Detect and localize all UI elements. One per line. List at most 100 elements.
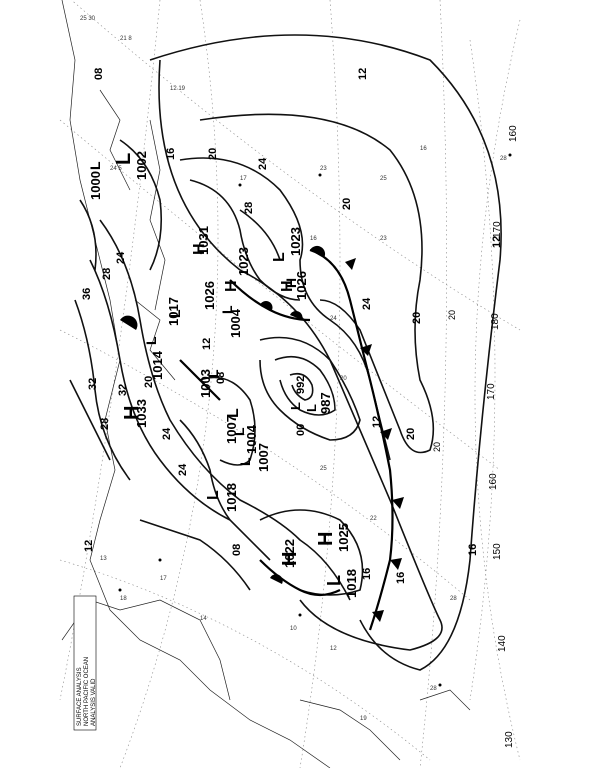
system-type: H xyxy=(223,280,240,292)
lon-label: 160 xyxy=(508,125,519,142)
svg-text:20: 20 xyxy=(340,376,347,382)
system-pressure: 1018 xyxy=(344,569,359,598)
isobar-value: 16 xyxy=(165,148,177,160)
system-type: L xyxy=(288,402,303,410)
isobar-value: 20 xyxy=(411,312,423,324)
pressure-centers: L 1002 L 1000 L 1014 L 1017 H 1031 H 102… xyxy=(87,151,359,598)
system-pressure: 1022 xyxy=(282,539,297,568)
isobar-value: 20 xyxy=(405,428,417,440)
system-type: H xyxy=(283,278,299,288)
svg-text:22: 22 xyxy=(370,516,377,522)
isobar-value: 20 xyxy=(341,198,353,210)
isobar-value: 12 xyxy=(83,540,95,552)
svg-text:16: 16 xyxy=(420,146,427,152)
system-type: L xyxy=(219,305,235,314)
lon-label: 130 xyxy=(504,731,515,748)
isobar-value: 24 xyxy=(257,157,269,170)
svg-text:17: 17 xyxy=(160,576,167,582)
svg-text:16: 16 xyxy=(310,236,317,242)
isobar-value: 08 xyxy=(231,544,243,556)
system-type: L xyxy=(231,427,247,436)
isobar-value: 16 xyxy=(395,572,407,584)
isobar-value: 12 xyxy=(371,416,383,428)
coastlines xyxy=(61,0,471,769)
system-pressure: 1017 xyxy=(166,297,181,326)
system-type: L xyxy=(113,153,135,165)
isobar-value: 28 xyxy=(99,418,111,430)
system-pressure: 1004 xyxy=(228,308,243,338)
system-type: L xyxy=(167,309,183,318)
svg-text:12: 12 xyxy=(330,646,337,652)
system-type: L xyxy=(304,404,319,412)
system-type: H xyxy=(315,532,337,546)
system-pressure: 1000 xyxy=(88,171,103,200)
isobar-value: 32 xyxy=(117,384,129,396)
svg-text:17: 17 xyxy=(240,176,247,182)
isobar-value: 24 xyxy=(161,427,173,440)
station-observations: 25 30 21 8 12 19 24 5 17 23 25 16 16 23 … xyxy=(80,16,512,722)
lat-label: 20 xyxy=(447,310,457,320)
system-pressure: 1007 xyxy=(224,415,239,444)
latitude-labels: 20 20 xyxy=(432,310,457,452)
svg-text:10: 10 xyxy=(290,626,297,632)
isobar-value: 00 xyxy=(295,424,307,436)
system-pressure: 1033 xyxy=(134,399,149,428)
isobar-value: 28 xyxy=(101,268,113,280)
isobar-value: 28 xyxy=(243,202,255,214)
longitude-labels: 130 140 150 160 170 180 170 160 xyxy=(486,125,519,748)
system-type: H xyxy=(121,406,143,420)
isobar-value: 24 xyxy=(177,463,189,476)
isobar-value: 08 xyxy=(215,372,227,384)
system-pressure: 992 xyxy=(295,376,307,394)
system-pressure: 1025 xyxy=(336,523,351,552)
fronts xyxy=(120,245,404,631)
svg-text:19: 19 xyxy=(360,716,367,722)
svg-text:28: 28 xyxy=(500,156,507,162)
isobar-value: 24 xyxy=(361,297,373,310)
system-pressure: 1026 xyxy=(202,281,217,310)
lon-label: 160 xyxy=(488,473,499,490)
system-type: L xyxy=(324,575,344,586)
svg-text:14: 14 xyxy=(200,616,207,622)
svg-text:25 30: 25 30 xyxy=(80,16,96,22)
isobar-value: 12 xyxy=(201,338,213,350)
system-type: H xyxy=(279,280,296,292)
system-type: L xyxy=(237,457,253,466)
isobar-value: 16 xyxy=(467,544,479,556)
caption-line: NORTH PACIFIC OCEAN xyxy=(84,657,90,726)
isobar-value: 16 xyxy=(361,568,373,580)
svg-text:23: 23 xyxy=(380,236,387,242)
svg-text:25: 25 xyxy=(380,176,387,182)
system-type: L xyxy=(225,408,242,418)
svg-text:24 5: 24 5 xyxy=(110,166,122,172)
isobar-value: 12 xyxy=(357,68,369,80)
svg-text:23: 23 xyxy=(320,166,327,172)
isobar-value: 36 xyxy=(81,288,93,300)
system-pressure: 1018 xyxy=(224,483,239,512)
isobar-labels: 08 12 12 12 16 16 16 16 20 20 20 20 20 2… xyxy=(81,68,503,584)
svg-text:12 19: 12 19 xyxy=(170,86,186,92)
svg-text:24: 24 xyxy=(330,316,337,322)
system-pressure: 1026 xyxy=(294,271,309,300)
isobar-value: 08 xyxy=(93,68,105,80)
system-pressure: 1031 xyxy=(196,226,211,255)
lon-label: 140 xyxy=(497,635,508,652)
isobar-value: 12 xyxy=(491,236,503,248)
caption-line: SURFACE ANALYSIS xyxy=(77,667,83,726)
isobar-value: 24 xyxy=(115,251,127,264)
chart-caption: SURFACE ANALYSIS NORTH PACIFIC OCEAN ANA… xyxy=(73,595,97,731)
lon-label: 180 xyxy=(490,313,501,330)
system-type: L xyxy=(87,161,103,170)
caption-line: ANALYSIS VALID xyxy=(91,678,97,726)
system-type: L xyxy=(271,252,288,262)
system-type: H xyxy=(191,243,208,255)
system-pressure: 1023 xyxy=(288,227,303,256)
svg-text:25: 25 xyxy=(320,466,327,472)
system-pressure: 987 xyxy=(318,392,333,414)
lon-label: 170 xyxy=(492,221,503,238)
svg-text:18: 18 xyxy=(120,596,127,602)
isobars xyxy=(69,34,502,671)
system-pressure: 1002 xyxy=(134,151,149,180)
